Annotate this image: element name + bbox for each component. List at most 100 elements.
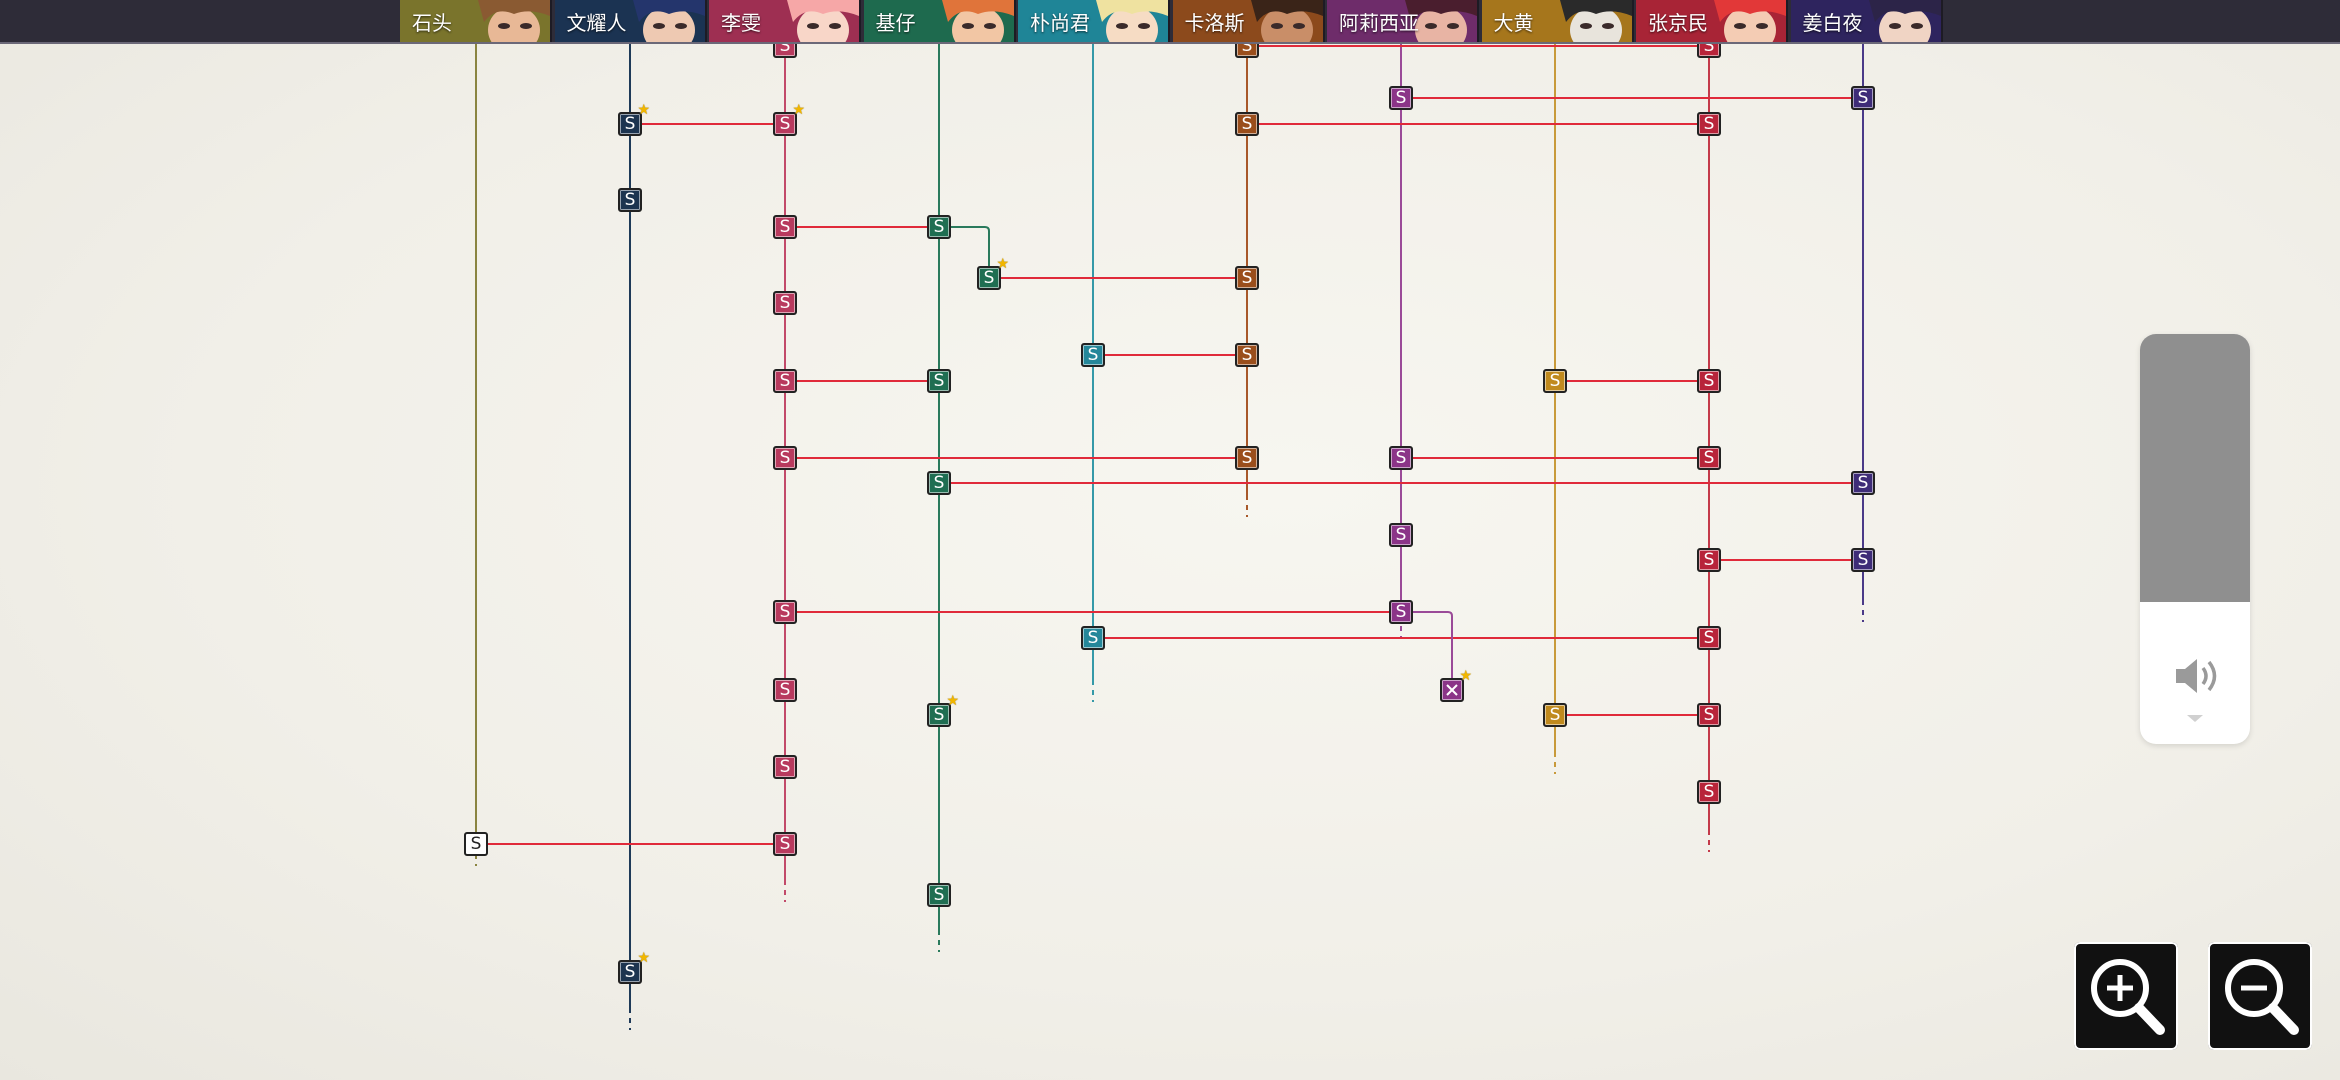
story-node[interactable]: S [618, 188, 642, 212]
star-icon: ★ [996, 256, 1009, 272]
volume-slider-fill[interactable] [2140, 334, 2250, 602]
story-node[interactable]: S [773, 446, 797, 470]
story-node-label: S [779, 834, 791, 854]
story-node-label: S [1703, 371, 1715, 391]
story-node[interactable]: S [1697, 626, 1721, 650]
story-node-label: S [779, 217, 791, 237]
story-node[interactable]: S [773, 755, 797, 779]
character-tab-zhang[interactable]: 张京民 [1636, 0, 1788, 42]
character-name: 张京民 [1648, 11, 1708, 35]
story-node[interactable]: S [1697, 112, 1721, 136]
story-node[interactable]: S [773, 678, 797, 702]
character-tab-li[interactable]: 李雯 [709, 0, 861, 42]
story-node[interactable]: S [927, 215, 951, 239]
story-node-label: S [779, 293, 791, 313]
story-node[interactable]: S [1081, 343, 1105, 367]
story-node[interactable]: S [1235, 343, 1259, 367]
story-node[interactable]: S [1235, 112, 1259, 136]
speaker-icon[interactable] [2172, 654, 2218, 698]
star-icon: ★ [637, 102, 650, 118]
character-name: 石头 [412, 11, 452, 35]
character-tab-wenyao[interactable]: 文耀人 [554, 0, 707, 42]
story-node[interactable]: S★ [618, 103, 650, 136]
story-node[interactable]: S [1851, 86, 1875, 110]
character-portrait-icon [923, 0, 1014, 42]
story-node[interactable]: S [1851, 548, 1875, 572]
story-node[interactable]: S★ [618, 951, 650, 984]
story-node-label: S [1857, 88, 1869, 108]
story-node-label: S [983, 268, 995, 288]
story-node[interactable]: S [464, 832, 488, 856]
character-tab-piao[interactable]: 朴尚君 [1018, 0, 1170, 42]
story-node-label: S [1703, 550, 1715, 570]
character-name: 基仔 [875, 11, 916, 35]
character-tab-jizai[interactable]: 基仔 [863, 0, 1016, 42]
story-node[interactable]: S [1697, 369, 1721, 393]
chevron-down-icon[interactable] [2186, 714, 2204, 724]
character-tab-alicia[interactable]: 阿莉西亚 [1327, 0, 1479, 42]
character-name: 朴尚君 [1030, 11, 1090, 35]
story-node-label: S [1241, 36, 1253, 56]
story-node[interactable]: S [773, 600, 797, 624]
story-node-label: S [1241, 114, 1253, 134]
story-node[interactable]: S [773, 369, 797, 393]
story-node[interactable]: S [1389, 86, 1413, 110]
story-node[interactable]: S [1697, 703, 1721, 727]
story-node-label: S [1857, 473, 1869, 493]
story-node[interactable]: S [1235, 446, 1259, 470]
story-node[interactable]: S★ [927, 694, 959, 727]
story-node[interactable]: S [1389, 446, 1413, 470]
star-icon: ★ [637, 950, 650, 966]
story-node[interactable]: S [927, 883, 951, 907]
story-node-label: S [779, 757, 791, 777]
story-node-label: S [779, 371, 791, 391]
character-portrait-icon [1387, 0, 1477, 42]
zoom-in-icon [2091, 959, 2165, 1035]
story-node[interactable]: S [927, 471, 951, 495]
story-node[interactable]: S [1697, 446, 1721, 470]
zoom-out-button[interactable] [2208, 942, 2312, 1050]
star-icon: ★ [792, 102, 805, 118]
character-tab-jiang[interactable]: 姜白夜 [1790, 0, 1943, 42]
story-node[interactable]: S [927, 369, 951, 393]
zoom-in-button[interactable] [2074, 942, 2178, 1050]
story-node[interactable]: S [1543, 369, 1567, 393]
story-node[interactable]: S [1697, 548, 1721, 572]
character-tab-shitou[interactable]: 石头 [400, 0, 552, 42]
story-node[interactable]: S [1697, 780, 1721, 804]
character-name: 李雯 [721, 11, 761, 35]
character-tab-dahuang[interactable]: 大黄 [1481, 0, 1634, 42]
story-node[interactable]: S [1235, 266, 1259, 290]
story-node[interactable]: S★ [773, 103, 805, 136]
story-node-label: S [624, 114, 636, 134]
character-name: 姜白夜 [1802, 11, 1863, 35]
story-node[interactable]: S [1389, 523, 1413, 547]
story-node-label: S [624, 962, 636, 982]
story-node-label: S [624, 190, 636, 210]
story-node[interactable]: S [1851, 471, 1875, 495]
character-tab-carlos[interactable]: 卡洛斯 [1172, 0, 1325, 42]
story-node[interactable]: S [1543, 703, 1567, 727]
story-node[interactable]: S [1389, 600, 1413, 624]
character-name: 阿莉西亚 [1339, 11, 1419, 35]
character-portrait-icon [614, 0, 705, 42]
story-node-label: S [933, 705, 945, 725]
locked-story-node[interactable]: ★ [1440, 669, 1472, 702]
story-node[interactable]: S [1081, 626, 1105, 650]
story-node-label: S [1087, 628, 1099, 648]
character-portrait-icon [1541, 0, 1632, 42]
story-node-label: S [1703, 36, 1715, 56]
volume-panel[interactable] [2140, 334, 2250, 744]
branch-connector [939, 226, 990, 278]
story-node[interactable]: S [773, 215, 797, 239]
story-node-label: S [933, 371, 945, 391]
story-node[interactable]: S [773, 832, 797, 856]
story-node-label: S [779, 602, 791, 622]
story-node[interactable]: S [773, 291, 797, 315]
character-portrait-icon [1696, 0, 1786, 42]
story-node[interactable]: S★ [977, 257, 1009, 290]
zoom-out-icon [2225, 959, 2299, 1035]
story-node-label: S [1395, 448, 1407, 468]
